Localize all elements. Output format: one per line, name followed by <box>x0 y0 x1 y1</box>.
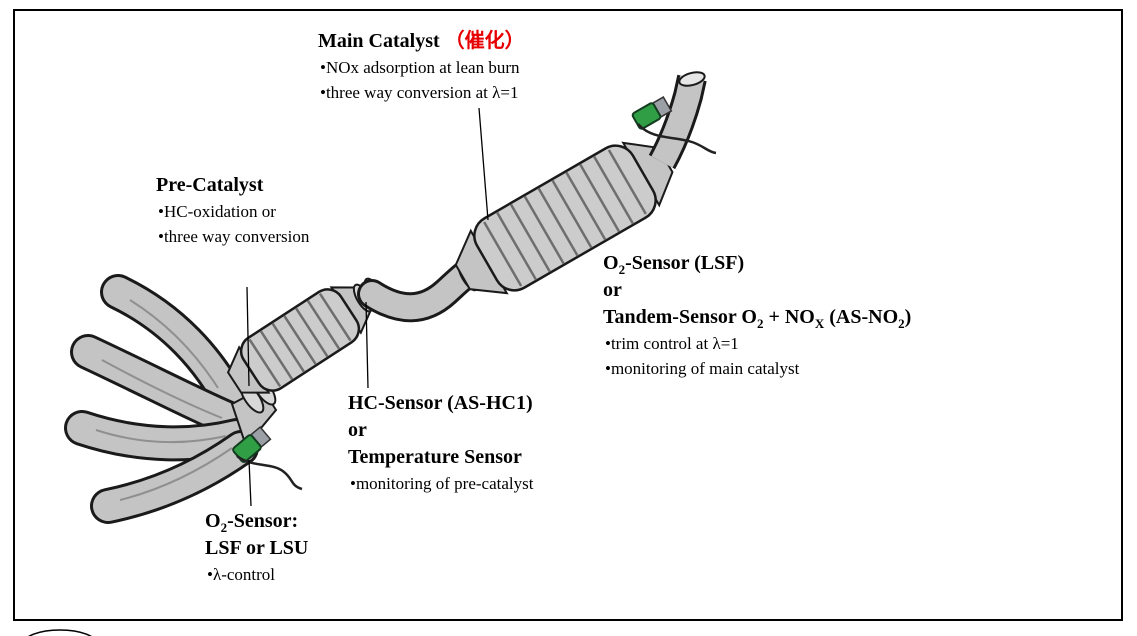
o2-lambda-bullet-1: •λ-control <box>207 565 276 584</box>
sensor-body <box>631 102 662 130</box>
hc-sensor-bullet-1: •monitoring of pre-catalyst <box>350 474 534 493</box>
o2-lsf-bullet-1: •trim control at λ=1 <box>605 334 739 353</box>
manifold-hatching <box>95 299 233 501</box>
sensor-wire <box>236 454 303 491</box>
diagram-frame <box>13 9 1123 621</box>
main-catalyst-title: Main Catalyst （催化） <box>318 30 525 52</box>
o2-lsf-line2: or <box>603 279 622 301</box>
tailpipe-opening <box>678 71 706 87</box>
pre-catalyst-bullet-1: •HC-oxidation or <box>158 202 276 221</box>
oxygen-sensor-rear <box>631 96 717 155</box>
label-pre-catalyst: Pre-Catalyst •HC-oxidation or •three way… <box>156 172 309 249</box>
hc-sensor-line2: or <box>348 419 367 441</box>
leader-pre-catalyst <box>246 286 250 387</box>
o2-lambda-line2: LSF or LSU <box>205 537 309 559</box>
exhaust-manifold <box>64 274 278 524</box>
o2-lsf-line3: Tandem-Sensor O2 + NOX (AS-NO2) <box>603 306 912 331</box>
leader-hc-sensor <box>365 301 369 389</box>
label-o2-sensor-lambda: O2-Sensor: LSF or LSU •λ-control <box>205 508 308 587</box>
hc-sensor-line1: HC-Sensor (AS-HC1) <box>348 392 533 414</box>
leader-o2-sensor-front <box>248 459 252 507</box>
connecting-pipe <box>357 253 489 323</box>
bottom-left-arc <box>28 629 92 636</box>
o2-lsf-bullet-2: •monitoring of main catalyst <box>605 359 800 378</box>
pre-catalyst-title: Pre-Catalyst <box>156 174 264 196</box>
o2-lsf-line1: O2-Sensor (LSF) <box>603 252 745 277</box>
o2-lambda-line1: O2-Sensor: <box>205 510 299 535</box>
sensor-wire <box>637 123 717 155</box>
label-o2-sensor-lsf: O2-Sensor (LSF) or Tandem-Sensor O2 + NO… <box>603 250 911 381</box>
oxygen-sensor-front <box>232 425 303 491</box>
main-catalyst-bullet-2: •three way conversion at λ=1 <box>320 83 519 102</box>
pre-catalyst-bullet-2: •three way conversion <box>158 227 310 246</box>
main-catalyst-bullet-1: •NOx adsorption at lean burn <box>320 58 520 77</box>
label-main-catalyst: Main Catalyst （催化） •NOx adsorption at le… <box>318 28 525 105</box>
label-hc-sensor: HC-Sensor (AS-HC1) or Temperature Sensor… <box>348 390 533 496</box>
leader-main-catalyst <box>478 107 489 221</box>
hc-sensor-line3: Temperature Sensor <box>348 446 522 468</box>
tailpipe <box>648 71 707 170</box>
